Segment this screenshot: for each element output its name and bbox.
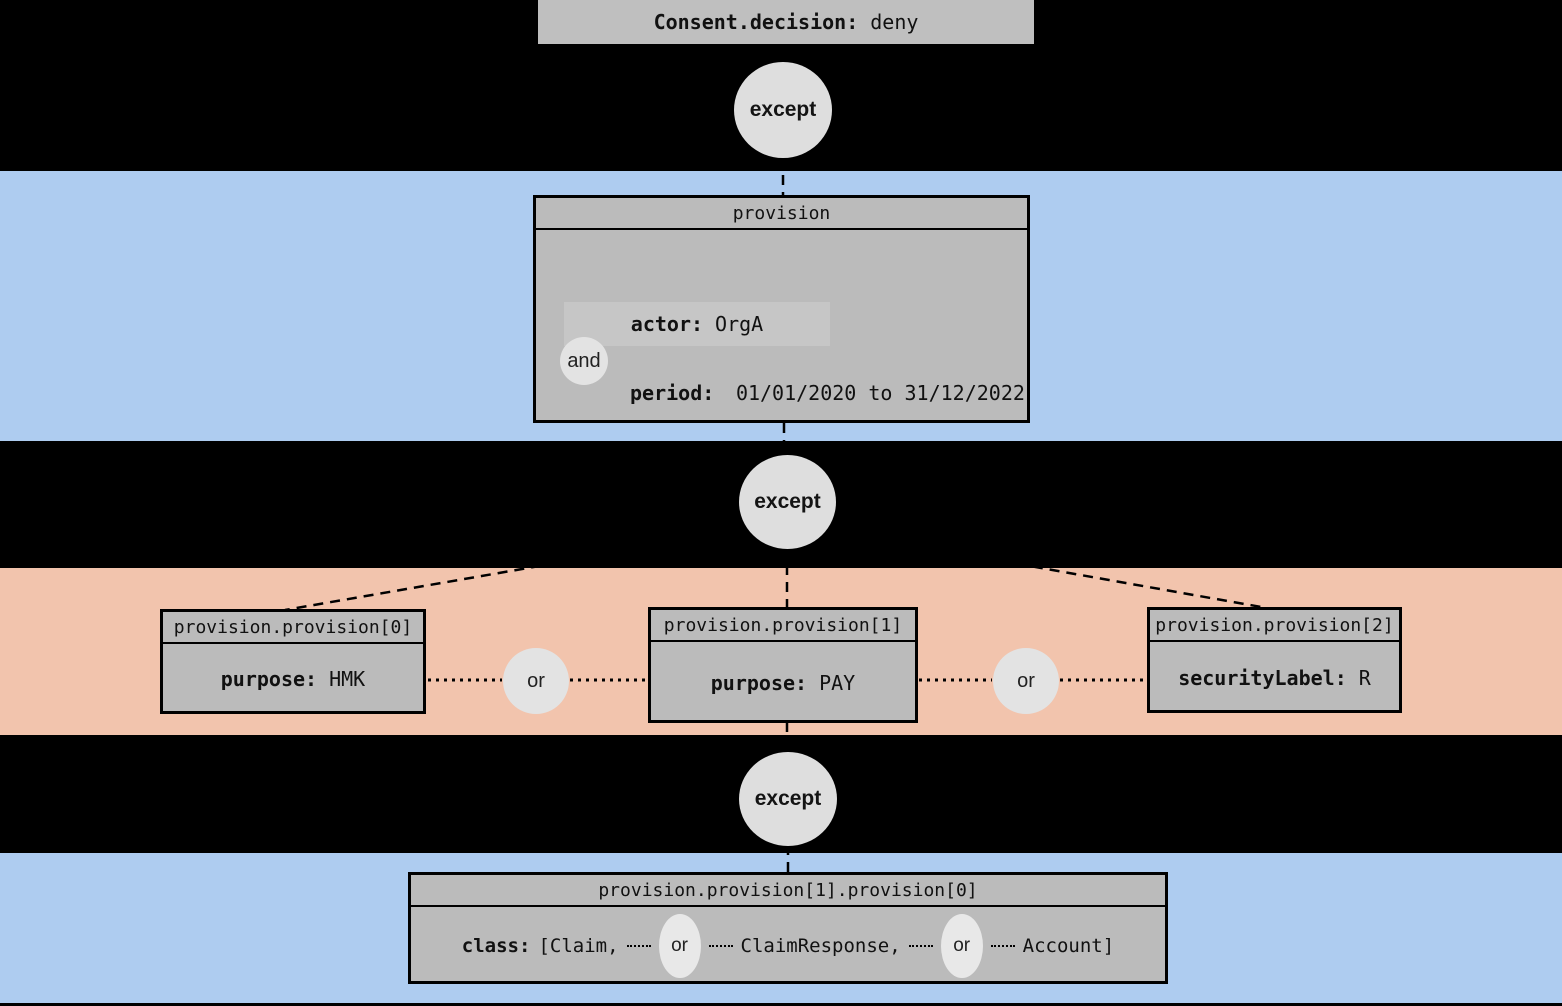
- and-operator: and: [560, 337, 608, 385]
- except-label-3: except: [754, 787, 822, 810]
- bottom-permit-node-header: provision.provision[1].provision[0]: [411, 875, 1165, 907]
- deny-node-1-body: purpose: PAY: [651, 642, 915, 723]
- except-label-2: except: [754, 490, 821, 513]
- purpose-key-0: purpose:: [220, 667, 318, 691]
- deny-node-0: provision.provision[0] purpose: HMK: [160, 609, 426, 714]
- consent-decision-node: Consent.decision: deny: [538, 0, 1034, 44]
- or-label-2: or: [1017, 669, 1035, 692]
- class-item-2: Account]: [1022, 934, 1115, 957]
- provision-node: provision actor: OrgA period: 01/01/2020…: [533, 195, 1030, 423]
- except-node-3: except: [739, 752, 837, 846]
- except-node-2: except: [739, 455, 836, 549]
- dotted-connector-4: [990, 944, 1015, 947]
- provision-node-body: actor: OrgA period: 01/01/2020 to 31/12/…: [536, 230, 1027, 423]
- or-inline-label-1: or: [671, 934, 688, 956]
- dotted-connector-3: [908, 944, 933, 947]
- security-label-value: R: [1358, 665, 1371, 690]
- deny-node-1-header: provision.provision[1]: [651, 610, 915, 642]
- deny-node-0-header: provision.provision[0]: [163, 612, 423, 644]
- consent-decision-value: deny: [870, 10, 919, 34]
- purpose-key-1: purpose:: [710, 670, 808, 695]
- except-label-1: except: [749, 98, 817, 121]
- actor-value: OrgA: [715, 312, 764, 336]
- dotted-connector-1: [626, 944, 651, 947]
- deny-node-0-body: purpose: HMK: [163, 644, 423, 714]
- purpose-value-1: PAY: [819, 670, 856, 695]
- and-label: and: [567, 349, 601, 372]
- bottom-permit-node: provision.provision[1].provision[0] clas…: [408, 872, 1168, 984]
- deny-node-1: provision.provision[1] purpose: PAY: [648, 607, 918, 723]
- bottom-permit-node-body: class: [Claim, or ClaimResponse, or Acco…: [411, 907, 1165, 984]
- or-operator-2: or: [993, 648, 1059, 714]
- or-operator-inline-2: or: [940, 913, 983, 978]
- provision-node-header: provision: [536, 198, 1027, 230]
- period-row: period: 01/01/2020 to 31/12/2022: [630, 376, 1025, 410]
- consent-decision-key: Consent.decision:: [653, 10, 859, 34]
- security-label-key: securityLabel:: [1178, 665, 1347, 690]
- period-key: period:: [630, 381, 715, 405]
- class-key: class:: [461, 934, 531, 957]
- dotted-connector-2: [708, 944, 733, 947]
- class-item-1: ClaimResponse,: [740, 934, 901, 957]
- deny-node-2-header: provision.provision[2]: [1150, 610, 1399, 642]
- deny-node-2: provision.provision[2] securityLabel: R: [1147, 607, 1402, 713]
- or-operator-1: or: [503, 648, 569, 714]
- except-node-1: except: [734, 62, 832, 158]
- or-label-1: or: [527, 669, 545, 692]
- class-row: class: [Claim, or ClaimResponse, or Acco…: [411, 907, 1165, 984]
- actor-row: actor: OrgA: [564, 302, 830, 346]
- period-value: 01/01/2020 to 31/12/2022: [735, 381, 1025, 405]
- actor-key: actor:: [630, 312, 704, 336]
- or-inline-label-2: or: [953, 934, 971, 956]
- or-operator-inline-1: or: [658, 913, 701, 978]
- deny-node-2-body: securityLabel: R: [1150, 642, 1399, 713]
- class-item-0: [Claim,: [538, 934, 619, 957]
- purpose-value-0: HMK: [329, 667, 366, 691]
